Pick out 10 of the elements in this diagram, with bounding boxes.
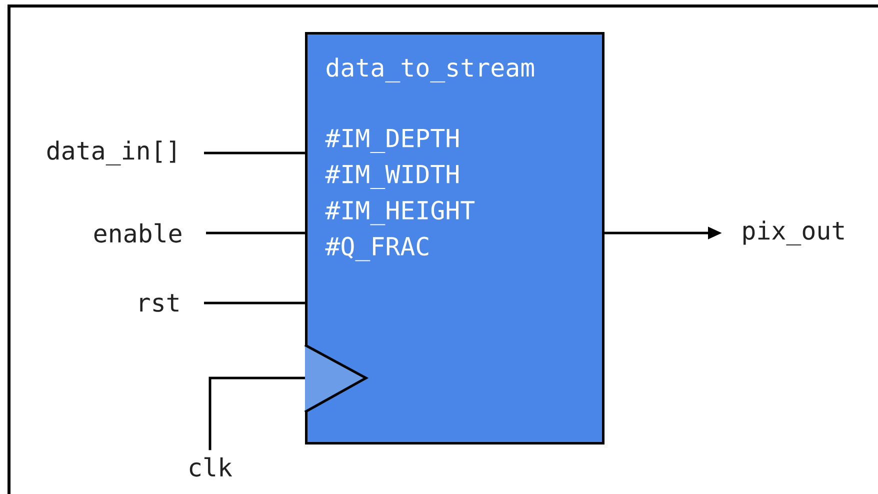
module-block: data_to_stream #IM_DEPTH #IM_WIDTH #IM_HEIGHT #Q_FRAC: [305, 32, 604, 444]
signal-line: [204, 302, 305, 304]
port-label: rst: [140, 294, 178, 312]
signal-line: [206, 232, 305, 234]
port-label: enable: [94, 223, 182, 243]
port-label: pix_out: [744, 220, 844, 246]
port-label: data_in[]: [47, 140, 176, 166]
signal-line: [208, 376, 305, 450]
port-label: clk: [190, 457, 232, 477]
signal-line: [204, 152, 305, 154]
